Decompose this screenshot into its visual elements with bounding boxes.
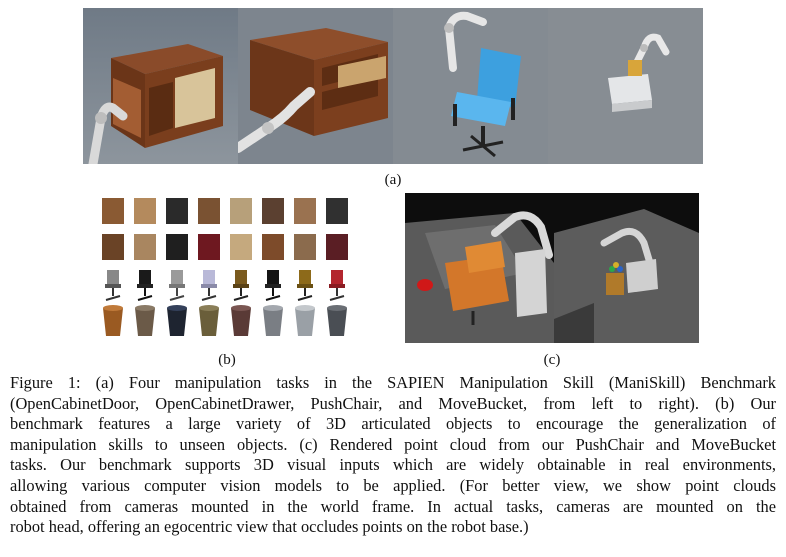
panel-c-pushchair-pointcloud <box>405 193 554 343</box>
panel-b-object-grid <box>96 192 360 342</box>
caption-line: robot head, offering an egocentric view … <box>10 517 529 537</box>
figure-caption: Figure 1: (a) Four manipulation tasks in… <box>10 373 776 538</box>
caption-line: obtained from cameras mounted in the wor… <box>10 496 776 516</box>
caption-line: tasks. Our benchmark supports 3D visual … <box>10 455 776 475</box>
caption-line: allowing various computer vision models … <box>10 475 776 495</box>
caption-line: Figure 1: (a) Four manipulation tasks in… <box>10 373 776 392</box>
caption-line: manipulation skills to unseen objects. (… <box>10 434 776 454</box>
caption-line: (OpenCabinetDoor, OpenCabinetDrawer, Pus… <box>10 393 776 413</box>
label-b: (b) <box>218 352 236 368</box>
panel-a-move-bucket <box>548 8 703 164</box>
panel-a-push-chair <box>393 8 548 164</box>
label-c: (c) <box>543 352 561 368</box>
row-cabinets-2 <box>102 234 348 260</box>
row-chairs <box>105 270 345 301</box>
caption-line: benchmark features a large variety of 3D… <box>10 414 776 434</box>
panel-a-open-cabinet-door <box>83 8 238 164</box>
panel-a-open-cabinet-drawer <box>238 8 393 164</box>
row-buckets <box>103 305 347 336</box>
label-a: (a) <box>384 172 402 188</box>
row-cabinets-1 <box>102 198 348 224</box>
panel-c-movebucket-pointcloud <box>554 193 699 343</box>
